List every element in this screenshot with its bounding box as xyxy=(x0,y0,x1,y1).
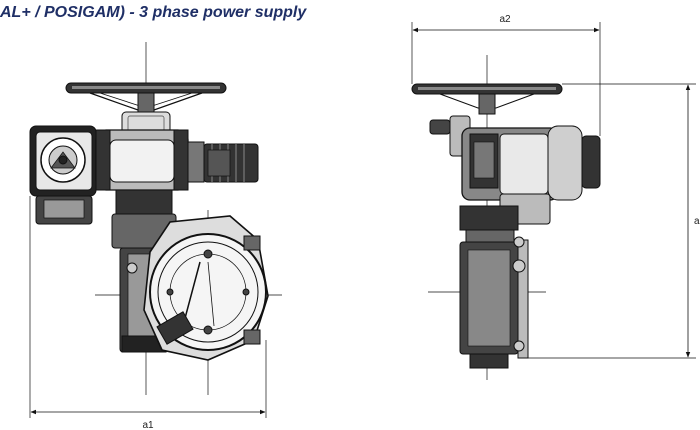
page-title: AL+ / POSIGAM) - 3 phase power supply xyxy=(0,4,307,21)
reducer-flange xyxy=(143,215,269,361)
motor-housing-front xyxy=(95,129,205,191)
dimension-a1 xyxy=(29,196,267,418)
front-view xyxy=(29,42,282,418)
dimension-a2 xyxy=(411,22,601,136)
dimension-a2-label: a2 xyxy=(499,14,511,25)
gearbox-side xyxy=(459,205,529,369)
dimension-a3 xyxy=(528,83,696,359)
handwheel-front xyxy=(65,82,227,114)
control-box xyxy=(29,125,97,225)
motor-fins-front xyxy=(203,143,259,183)
dimension-a1-label: a1 xyxy=(142,420,154,430)
dimension-a3-label: a xyxy=(694,216,700,227)
handwheel-side xyxy=(411,83,563,115)
side-view xyxy=(411,22,696,380)
motor-housing-side xyxy=(461,125,601,225)
